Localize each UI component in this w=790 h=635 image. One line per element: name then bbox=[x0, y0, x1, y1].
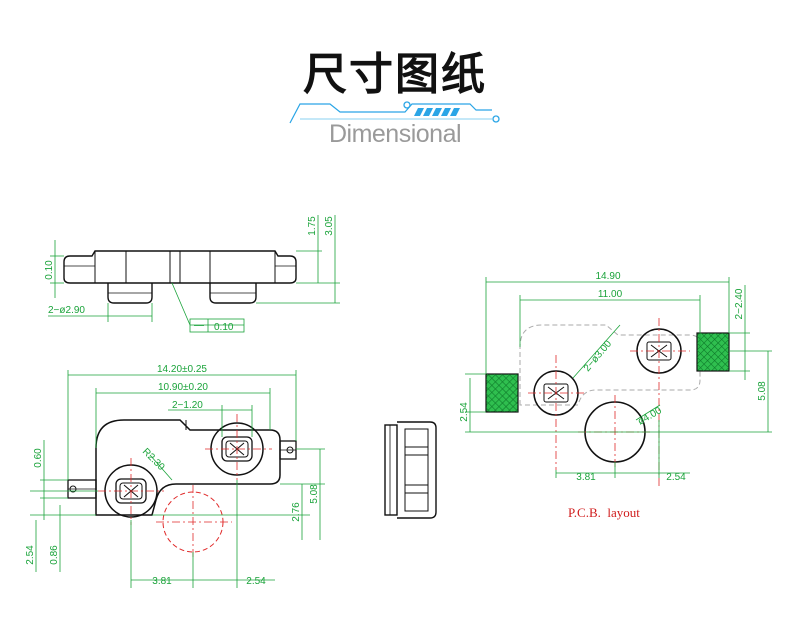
dim-2-54-bottom: 2.54 bbox=[246, 576, 266, 587]
dim-2-54-pcb-bottom: 2.54 bbox=[666, 472, 686, 483]
dim-1-75: 1.75 bbox=[307, 216, 318, 236]
dim-hole-2-90: 2−ø2.90 bbox=[48, 305, 85, 316]
header-decoration bbox=[289, 101, 500, 124]
dim-2-54-pcb-left: 2.54 bbox=[459, 402, 470, 422]
dim-5-08-pcb: 5.08 bbox=[757, 381, 768, 401]
page-subtitle: Dimensional bbox=[328, 120, 462, 148]
side-view bbox=[63, 250, 297, 304]
dim-14-20: 14.20±0.25 bbox=[157, 364, 207, 375]
dim-2-54-left: 2.54 bbox=[25, 545, 36, 565]
top-view bbox=[67, 414, 297, 560]
side-view-dimensions bbox=[48, 215, 340, 333]
dim-2-3-00: 2−ø3.00 bbox=[582, 338, 614, 374]
page-title: 尺寸图纸 bbox=[303, 49, 487, 100]
dim-0-10-side: 0.10 bbox=[44, 260, 55, 280]
dim-2-2-40: 2−2.40 bbox=[734, 288, 745, 319]
dim-3-81-top: 3.81 bbox=[152, 576, 172, 587]
pcb-dimensions bbox=[465, 277, 772, 478]
dim-3-81-pcb: 3.81 bbox=[576, 472, 596, 483]
dim-11-00: 11.00 bbox=[598, 289, 623, 300]
dim-5-08-top: 5.08 bbox=[309, 484, 320, 504]
end-view bbox=[384, 421, 437, 519]
pcb-layout bbox=[485, 318, 730, 488]
dim-flatness-0-10: 0.10 bbox=[214, 322, 234, 333]
dim-4-00: ø4.00 bbox=[636, 405, 664, 428]
dim-3-05: 3.05 bbox=[324, 216, 335, 236]
dim-0-60: 0.60 bbox=[33, 448, 44, 468]
dim-14-90: 14.90 bbox=[595, 271, 620, 282]
pcb-layout-label: P.C.B. layout bbox=[568, 505, 640, 520]
dim-2-1-20: 2−1.20 bbox=[172, 400, 203, 411]
dim-2-76: 2.76 bbox=[291, 502, 302, 522]
dim-10-90: 10.90±0.20 bbox=[158, 382, 208, 393]
top-view-dimensions bbox=[30, 370, 325, 588]
dim-0-86: 0.86 bbox=[49, 545, 60, 565]
